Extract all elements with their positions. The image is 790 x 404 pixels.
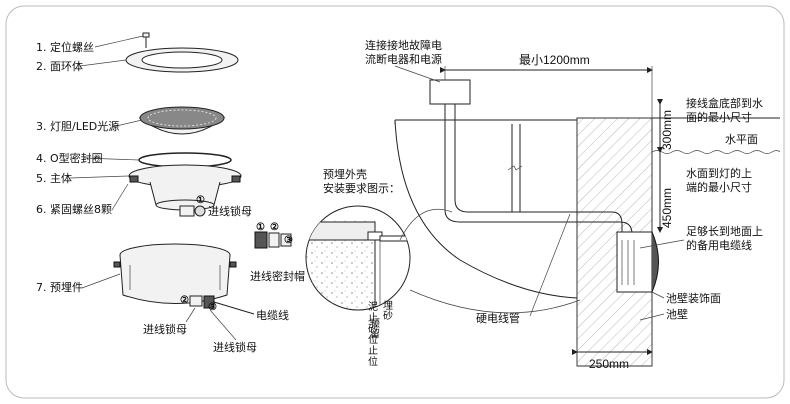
part-label-7: 7. 预埋件 bbox=[36, 281, 83, 294]
dim-450: 450mm bbox=[660, 188, 674, 228]
embedded-housing-icon bbox=[113, 243, 237, 304]
conduit-pipe bbox=[444, 209, 633, 250]
water-level-wave bbox=[651, 150, 781, 154]
part-label-3: 3. 灯胆/LED光源 bbox=[36, 119, 119, 133]
label-water-level: 水平面 bbox=[725, 133, 758, 146]
label-shell-1: 预埋外壳 bbox=[323, 167, 367, 181]
label-breaker-1: 连接接地故障电 bbox=[365, 38, 442, 52]
detail-vertical-text: 泥止 砂位 止位 bbox=[368, 302, 380, 368]
callout-number-3b: ③ bbox=[284, 235, 293, 246]
part-label-1: 1. 定位螺丝 bbox=[36, 40, 94, 54]
dim-min-1200: 最小1200mm bbox=[519, 53, 590, 67]
label-shell-2: 安装要求图示： bbox=[323, 181, 400, 195]
note-col-1: 预留 bbox=[368, 318, 380, 339]
part-label-4: 4. O型密封圈 bbox=[36, 151, 103, 165]
face-ring-icon bbox=[125, 47, 239, 73]
callout-cable: 电缆线 bbox=[256, 308, 289, 322]
note-col-5: 止位 bbox=[368, 346, 378, 368]
callout-number-3c: ③ bbox=[208, 302, 217, 313]
callout-number-1a: ① bbox=[196, 195, 205, 206]
label-lamp-1: 水面到灯的上 bbox=[686, 166, 752, 180]
dim-300: 300mm bbox=[660, 110, 674, 150]
part-label-6: 6. 紧固螺丝8颗 bbox=[36, 203, 112, 216]
label-conduit: 硬电线管 bbox=[476, 311, 520, 325]
label-cable-2: 的备用电缆线 bbox=[686, 238, 752, 252]
detail-vertical-note: 预留 埋砂 bbox=[368, 300, 393, 339]
outer-border bbox=[5, 5, 785, 399]
label-cable-1: 足够长到地面上 bbox=[686, 225, 763, 238]
junction-box bbox=[429, 79, 471, 105]
dim-250: 250mm bbox=[589, 357, 629, 371]
label-pool-wall: 池壁 bbox=[666, 307, 688, 321]
note-col-4: 砂位 bbox=[368, 324, 378, 346]
label-junction-2: 面的最小尺寸 bbox=[686, 110, 752, 124]
callout-lock-nut-2: 进线锁母 bbox=[143, 322, 187, 336]
callout-number-2c: ② bbox=[180, 295, 189, 306]
detail-circle bbox=[305, 205, 411, 311]
callout-number-1b: ① bbox=[256, 222, 265, 233]
led-lamp-icon bbox=[138, 106, 226, 135]
callout-number-2b: ② bbox=[270, 222, 279, 233]
callout-seal-nut: 进线密封帽 bbox=[250, 269, 305, 283]
seal-nut-set-icon bbox=[254, 231, 292, 249]
label-lamp-2: 端的最小尺寸 bbox=[686, 180, 752, 194]
label-wall-finish: 池壁装饰面 bbox=[666, 291, 721, 305]
pool-contour bbox=[394, 119, 578, 299]
main-body-icon bbox=[128, 164, 242, 211]
note-col-2: 埋砂 bbox=[381, 300, 393, 321]
callout-lock-nut-3: 进线锁母 bbox=[213, 340, 257, 354]
pool-light-fixture bbox=[616, 231, 659, 293]
label-junction-1: 接线盒底部到水 bbox=[686, 96, 763, 110]
lock-nut-1-icon bbox=[179, 205, 206, 217]
label-breaker-2: 流断电器和电源 bbox=[365, 52, 442, 66]
lock-nut-2-icon bbox=[189, 295, 255, 315]
positioning-screw-icon bbox=[142, 32, 150, 48]
part-label-5: 5. 主体 bbox=[36, 171, 72, 185]
note-col-3: 泥止 bbox=[368, 302, 378, 324]
callout-lock-nut: 进线锁母 bbox=[208, 204, 252, 218]
part-label-2: 2. 面环体 bbox=[36, 59, 83, 73]
